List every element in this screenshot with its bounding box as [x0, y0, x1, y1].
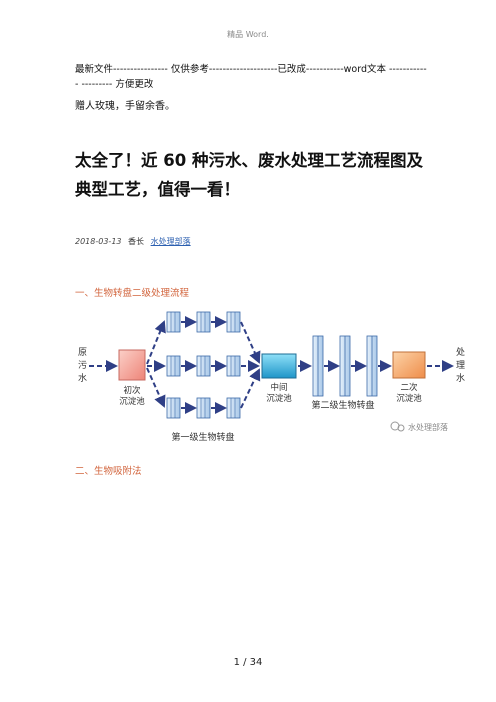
process-flow-diagram: 原 污 水 初次 沉淀池 [78, 311, 465, 443]
stage2-label: 第二级生物转盘 [311, 399, 374, 411]
svg-text:初次: 初次 [123, 385, 141, 396]
svg-text:水处理部落: 水处理部落 [408, 422, 448, 432]
source-link[interactable]: 水处理部落 [150, 237, 191, 246]
svg-text:处: 处 [456, 346, 465, 358]
raw-water-label: 原 污 水 [78, 347, 87, 384]
svg-text:原: 原 [78, 347, 87, 358]
section-heading-1: 一、生物转盘二级处理流程 [75, 288, 190, 299]
watermark: 水处理部落 [390, 421, 448, 432]
mid-tank-label: 中间 沉淀池 [266, 382, 292, 404]
svg-text:理: 理 [456, 360, 465, 371]
stage1-row-arrows [181, 316, 227, 414]
secondary-tank-label: 二次 沉淀池 [396, 382, 422, 404]
treated-water-label: 处 理 水 [456, 346, 465, 384]
svg-text:水: 水 [456, 372, 465, 384]
stage2-disc-array [312, 335, 378, 397]
svg-text:污: 污 [78, 359, 87, 371]
page-header: 精品 Word. [227, 30, 269, 39]
primary-tank-label: 初次 沉淀池 [119, 385, 145, 407]
svg-text:中间: 中间 [270, 382, 287, 393]
primary-tank-box [118, 349, 146, 381]
page-number: 1 / 34 [233, 657, 263, 668]
section-heading-2: 二、生物吸附法 [75, 466, 142, 477]
article-title: 太全了！近 60 种污水、废水处理工艺流程图及典型工艺，值得一看！ [75, 151, 423, 199]
svg-text:二次: 二次 [400, 382, 418, 393]
secondary-tank-box [392, 351, 426, 379]
motto-text: 赠人玫瑰，手留余香。 [75, 101, 175, 112]
article-meta: 2018-03-13 香长 水处理部落 [75, 236, 191, 247]
disclaimer-text: 最新文件---------------- 仅供参考---------------… [75, 64, 427, 90]
svg-text:沉淀池: 沉淀池 [396, 393, 422, 404]
stage1-disc-array [166, 311, 241, 419]
branch-arrows-out [240, 321, 261, 409]
stage1-label: 第一级生物转盘 [171, 431, 234, 443]
article-date: 2018-03-13 [75, 237, 122, 246]
svg-text:沉淀池: 沉淀池 [266, 393, 292, 404]
article-author: 香长 [128, 237, 145, 246]
svg-text:水: 水 [78, 372, 87, 384]
svg-text:沉淀池: 沉淀池 [119, 396, 145, 407]
branch-arrows-in [146, 320, 166, 408]
mid-tank-box [261, 353, 297, 379]
